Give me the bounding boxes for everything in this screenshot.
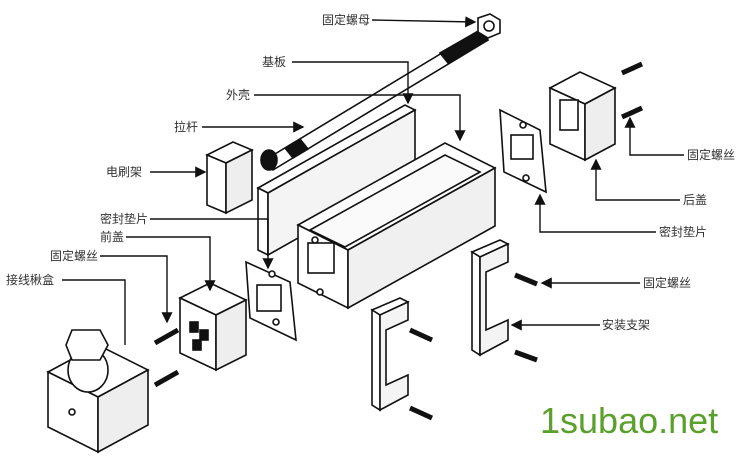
front-cover bbox=[178, 282, 248, 372]
label-front-fixing-screw: 固定螺丝 bbox=[50, 249, 99, 263]
label-brush-holder: 电刷架 bbox=[106, 165, 143, 179]
front-fixing-screws bbox=[153, 327, 180, 388]
label-base-plate: 基板 bbox=[262, 55, 287, 69]
label-front-cover: 前盖 bbox=[100, 230, 125, 244]
rear-seal-gasket bbox=[499, 108, 547, 194]
watermark: 1subao.net bbox=[540, 400, 719, 441]
label-rear-seal-gasket: 密封垫片 bbox=[659, 225, 708, 239]
rear-fixing-screws bbox=[620, 61, 644, 120]
brush-holder bbox=[205, 141, 254, 215]
rear-cover bbox=[548, 71, 617, 162]
label-tie-rod: 拉杆 bbox=[174, 120, 199, 134]
label-rear-fixing-screw: 固定螺丝 bbox=[687, 148, 736, 162]
leader-lines bbox=[62, 16, 684, 345]
label-mounting-bracket: 安装支架 bbox=[602, 318, 651, 332]
front-seal-gasket bbox=[245, 260, 297, 342]
junction-box bbox=[46, 329, 150, 454]
base-plate bbox=[256, 104, 417, 257]
label-front-seal-gasket: 密封垫片 bbox=[100, 212, 149, 226]
label-junction-box: 接线楸盒 bbox=[6, 273, 55, 287]
label-bracket-fixing-screw: 固定螺丝 bbox=[643, 276, 692, 290]
label-housing: 外壳 bbox=[226, 88, 251, 102]
mounting-brackets bbox=[370, 239, 538, 421]
housing bbox=[296, 142, 497, 310]
label-fixing-nut: 固定螺母 bbox=[322, 13, 371, 27]
fixing-nut bbox=[477, 13, 501, 39]
label-rear-cover: 后盖 bbox=[683, 193, 708, 207]
